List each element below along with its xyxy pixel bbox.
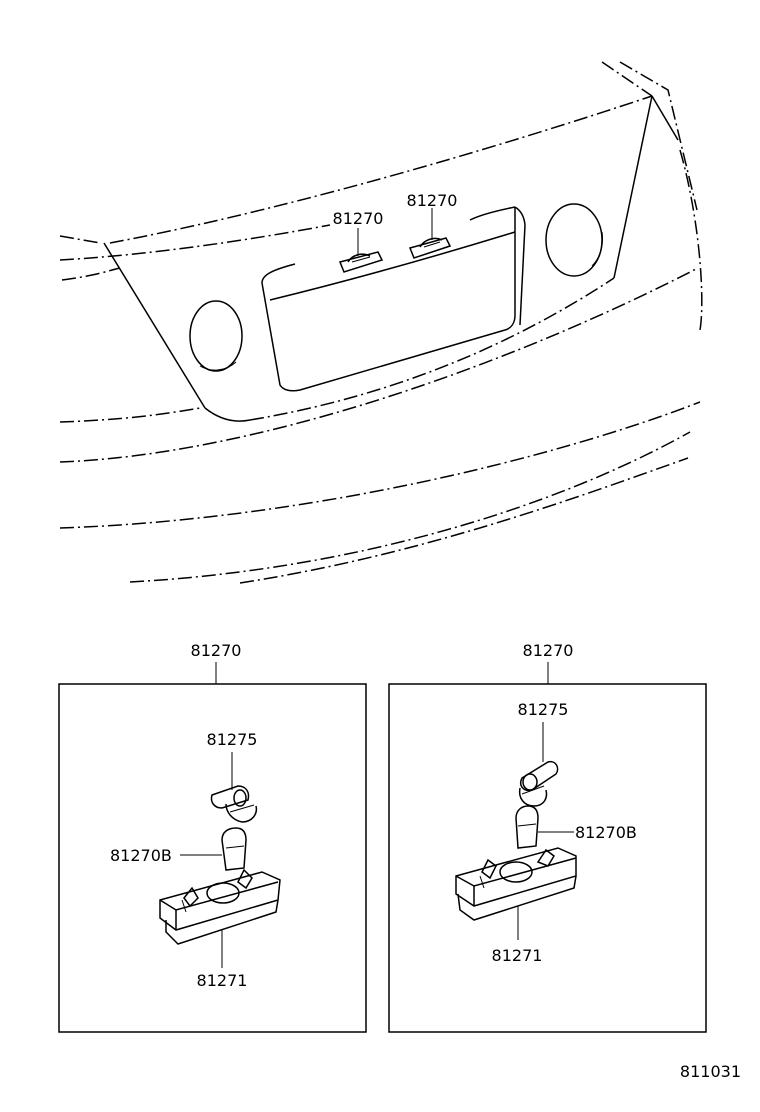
left-bulb-socket <box>210 785 258 823</box>
right-socket-label: 81275 <box>518 700 569 719</box>
top-label-right: 81270 <box>407 191 458 210</box>
right-panel-frame <box>388 683 707 1033</box>
left-detail-panel: 81270 81275 81270B <box>58 641 367 1033</box>
license-lamp-left <box>338 251 384 273</box>
right-lamp-housing <box>455 847 577 921</box>
left-socket-label: 81275 <box>207 730 258 749</box>
figure-number: 811031 <box>680 1062 741 1081</box>
right-panel-title: 81270 <box>523 641 574 660</box>
car-rear-illustration: 81270 81270 <box>59 61 703 584</box>
left-panel-frame <box>58 683 367 1033</box>
left-housing-label: 81271 <box>197 971 248 990</box>
right-detail-panel: 81270 81275 81270B <box>388 641 707 1033</box>
right-housing-label: 81271 <box>492 946 543 965</box>
left-bulb-label: 81270B <box>110 846 172 865</box>
license-lamp-right <box>408 237 452 259</box>
right-bulb <box>515 805 539 849</box>
left-panel-title: 81270 <box>191 641 242 660</box>
top-label-left: 81270 <box>333 209 384 228</box>
right-bulb-socket <box>518 760 559 807</box>
right-bulb-label: 81270B <box>575 823 637 842</box>
left-lamp-housing <box>159 868 281 945</box>
left-bulb <box>221 827 247 871</box>
